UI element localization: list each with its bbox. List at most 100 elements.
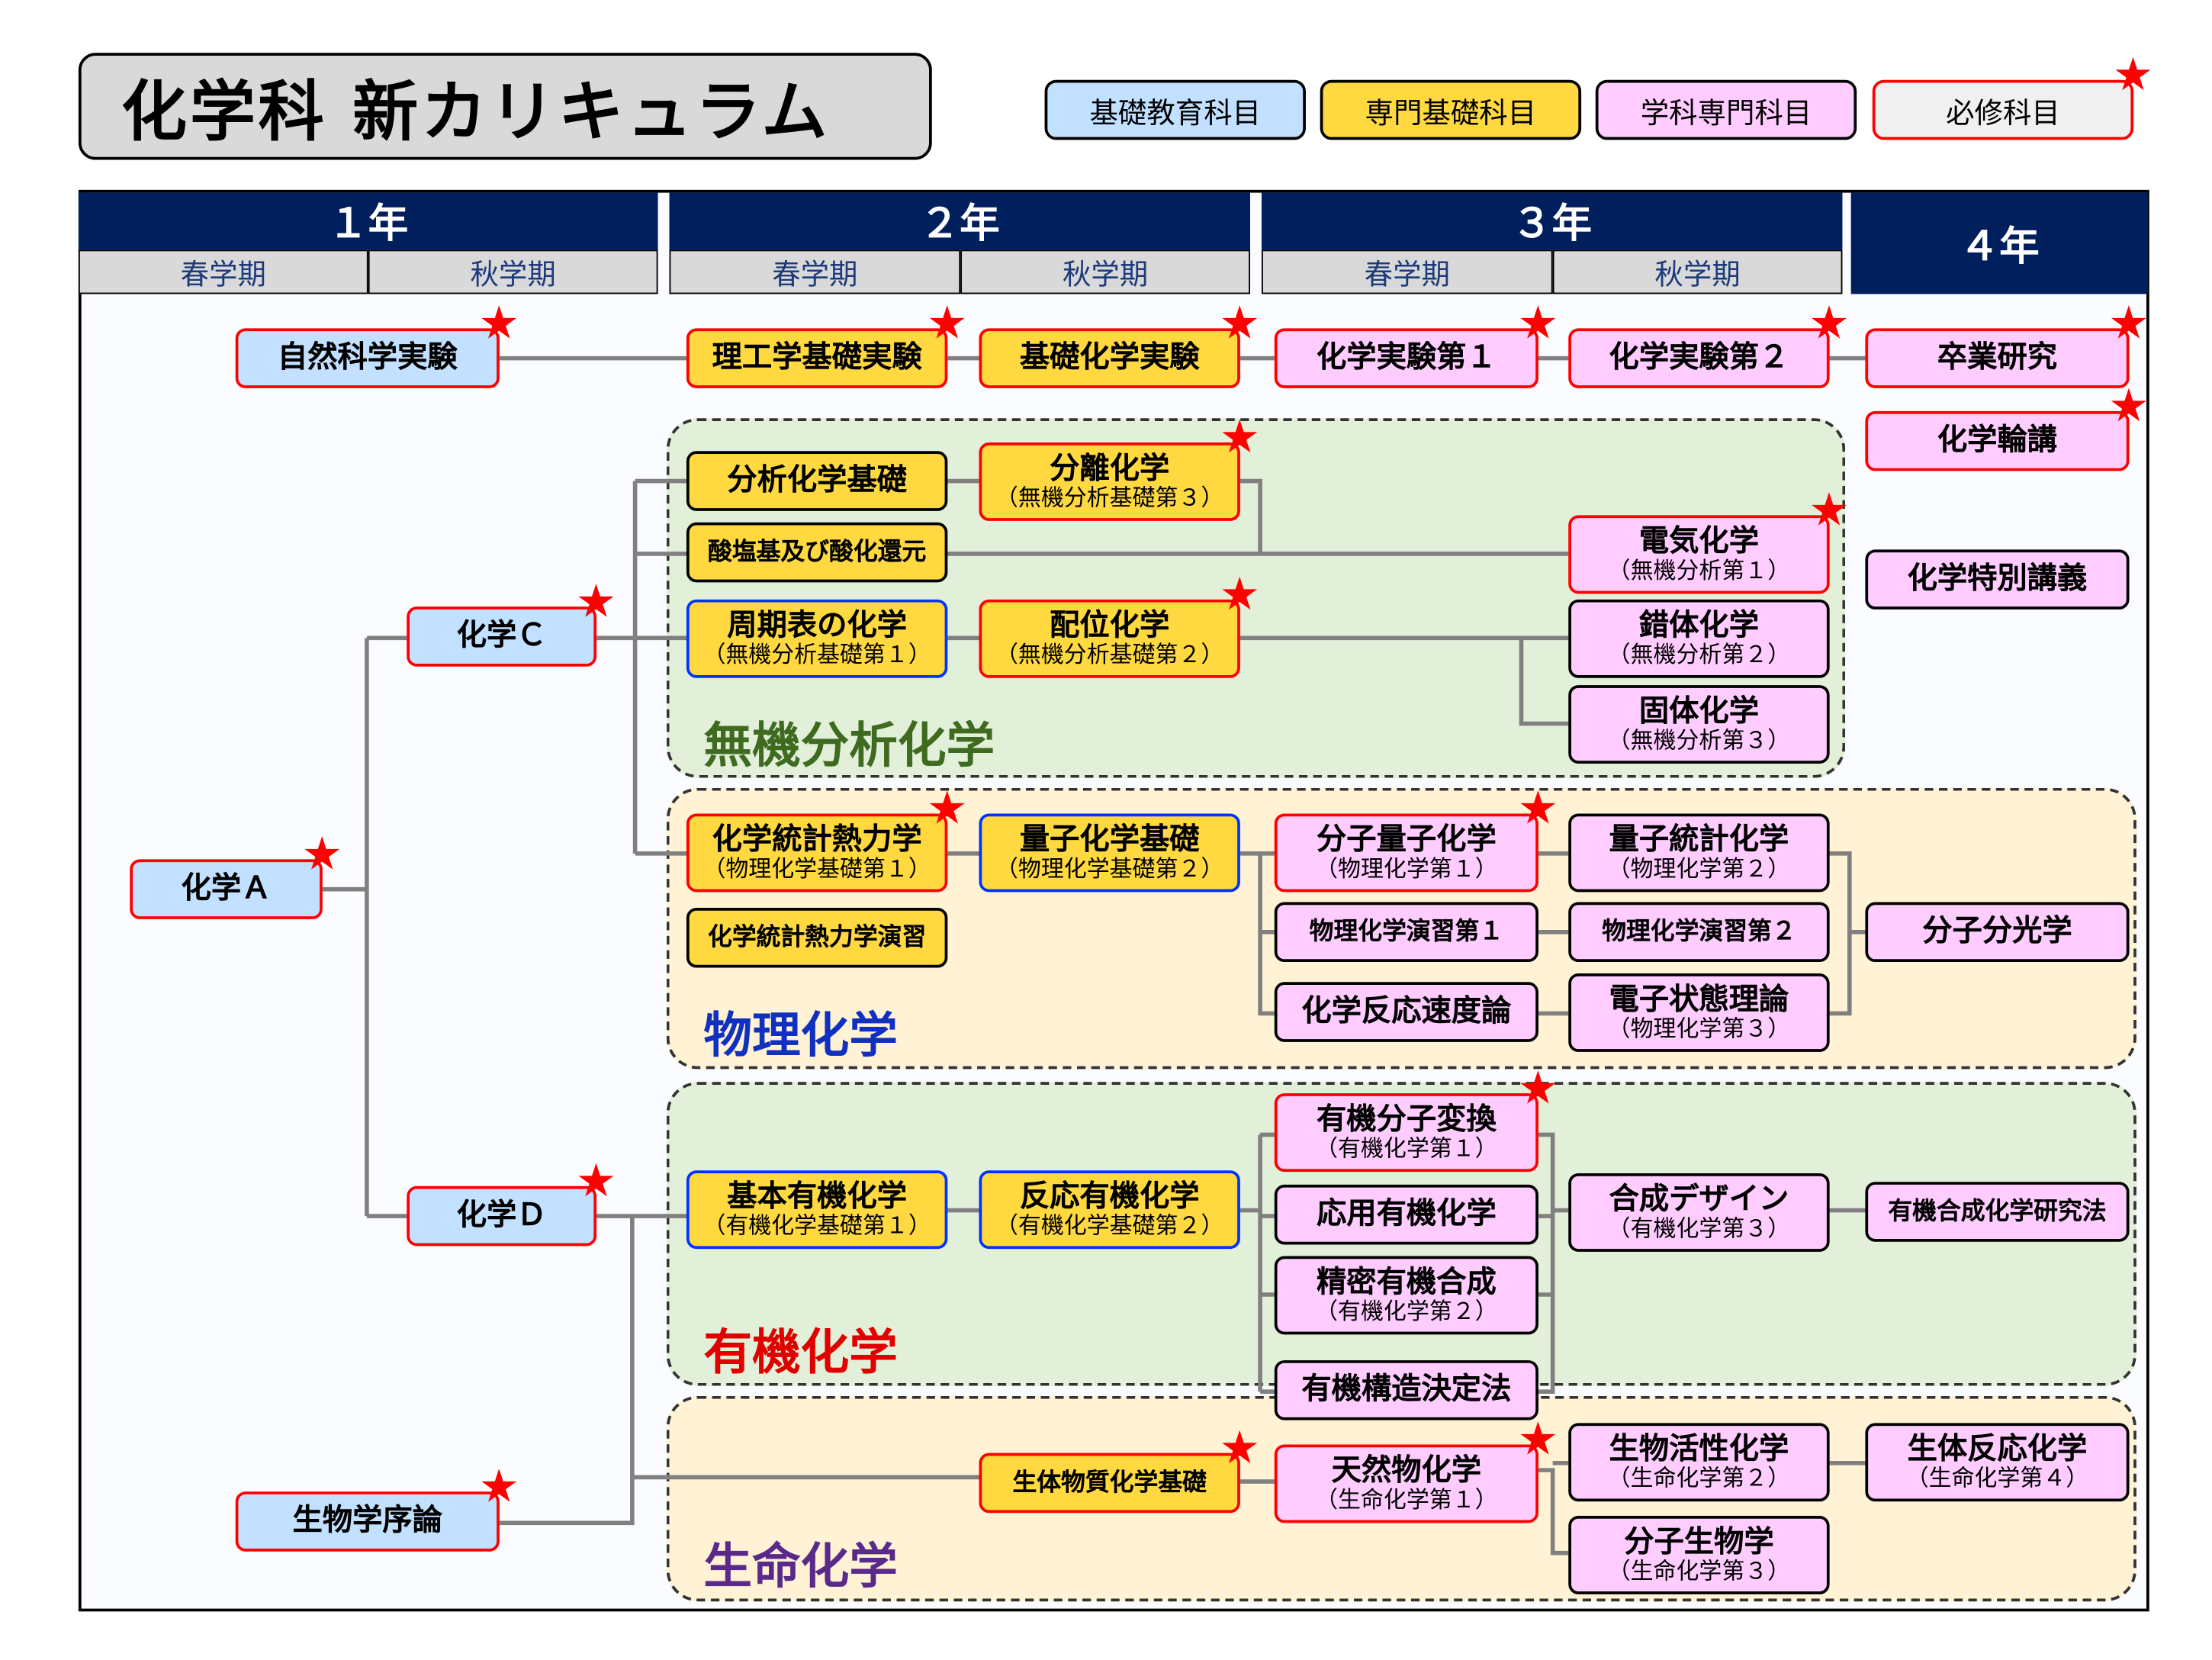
connector-line [1829, 851, 1852, 1016]
course-subtitle: （生命化学第３） [1607, 1557, 1791, 1585]
course-box: 化学実験第１★ [1274, 300, 1558, 388]
required-star-icon: ★ [2108, 378, 2149, 433]
required-star-icon: ★ [1517, 1060, 1559, 1115]
connector-line [1239, 478, 1262, 554]
connector-line [1538, 1132, 1555, 1395]
course-box: 精密有機合成（有機化学第２） [1274, 1256, 1538, 1335]
required-star-icon: ★ [575, 1153, 617, 1208]
course-box: 理工学基礎実験★ [686, 300, 968, 388]
course-name: 物理化学演習第１ [1309, 917, 1504, 946]
required-star-icon: ★ [575, 574, 617, 629]
course-name: 化学輪講 [1937, 423, 2058, 458]
group-label-organic: 有機化学 [703, 1324, 898, 1382]
course-name: 固体化学 [1638, 693, 1760, 729]
required-star-icon: ★ [478, 1459, 520, 1514]
course-box: 有機合成化学研究法 [1865, 1182, 2130, 1242]
course-box: 有機構造決定法 [1274, 1360, 1538, 1420]
year-3-spring: 春学期 [1261, 249, 1553, 294]
course-name: 生物活性化学 [1609, 1431, 1789, 1466]
required-star-icon: ★ [926, 780, 968, 835]
year-1-autumn: 秋学期 [368, 249, 658, 294]
required-star-icon: ★ [1517, 780, 1559, 835]
required-star-icon: ★ [1219, 1420, 1261, 1475]
course-name: 応用有機化学 [1316, 1196, 1497, 1231]
course-name: 化学統計熱力学 [712, 822, 922, 857]
course-box: 物理化学演習第２ [1568, 902, 1830, 963]
course-name: 化学Ａ [181, 871, 272, 906]
required-star-icon: ★ [1219, 295, 1261, 350]
course-name: 有機構造決定法 [1301, 1372, 1512, 1407]
course-box: 合成デザイン（有機化学第３） [1568, 1173, 1830, 1252]
course-name: 錯体化学 [1638, 608, 1760, 643]
course-subtitle: （物理化学第３） [1607, 1015, 1791, 1043]
course-subtitle: （無機分析第２） [1607, 641, 1791, 669]
course-box: 化学統計熱力学演習 [686, 907, 948, 968]
course-name: 分子量子化学 [1316, 822, 1497, 857]
course-box: 分離化学（無機分析基礎第３）★ [979, 414, 1260, 521]
course-name: 化学反応速度論 [1301, 994, 1512, 1028]
connector-line [499, 1216, 635, 1526]
course-subtitle: （無機分析基礎第２） [995, 641, 1224, 669]
course-name: 生体物質化学基礎 [1012, 1468, 1207, 1498]
required-star-icon: ★ [1517, 295, 1559, 350]
course-box: 分子量子化学（物理化学第１）★ [1274, 785, 1558, 893]
course-box: 化学輪講★ [1865, 382, 2149, 471]
connector-line [1258, 853, 1275, 1016]
required-star-icon: ★ [1219, 409, 1261, 465]
course-box: 反応有機化学（有機化学基礎第２） [979, 1170, 1240, 1250]
course-name: 電気化学 [1638, 523, 1760, 558]
course-name: 化学特別講義 [1907, 561, 2088, 597]
course-box: 化学Ｄ★ [407, 1157, 616, 1247]
required-star-icon: ★ [926, 295, 968, 350]
connector-line [1538, 1468, 1569, 1555]
group-label-life: 生命化学 [703, 1538, 898, 1596]
course-subtitle: （物理化学基礎第１） [703, 855, 931, 883]
course-name: 分離化学 [1050, 451, 1170, 486]
year-2-spring: 春学期 [669, 249, 961, 294]
course-subtitle: （有機化学基礎第１） [703, 1211, 931, 1240]
course-box: 生物学序論★ [235, 1463, 519, 1552]
year-3-autumn: 秋学期 [1552, 249, 1843, 294]
required-star-icon: ★ [301, 826, 343, 881]
course-box: 量子化学基礎（物理化学基礎第２） [979, 813, 1240, 893]
course-box: 基礎化学実験★ [979, 300, 1260, 388]
course-box: 分子分光学 [1865, 902, 2130, 963]
course-name: 有機合成化学研究法 [1888, 1197, 2107, 1226]
course-subtitle: （生命化学第１） [1315, 1486, 1498, 1514]
course-box: 卒業研究★ [1865, 300, 2149, 388]
course-box: 化学特別講義 [1865, 549, 2130, 610]
course-box: 酸塩基及び酸化還元 [686, 522, 948, 583]
course-box: 基本有機化学（有機化学基礎第１） [686, 1170, 948, 1250]
course-box: 化学実験第２★ [1568, 300, 1850, 388]
required-star-icon: ★ [2108, 295, 2149, 350]
course-box: 物理化学演習第１ [1274, 902, 1538, 963]
course-name: 卒業研究 [1937, 340, 2058, 375]
course-name: 反応有機化学 [1019, 1179, 1200, 1214]
course-name: 合成デザイン [1609, 1182, 1789, 1217]
course-box: 応用有機化学 [1274, 1184, 1538, 1245]
course-name: 量子統計化学 [1609, 822, 1789, 857]
required-star-icon: ★ [1517, 1411, 1559, 1466]
course-box: 生物活性化学（生命化学第２） [1568, 1423, 1830, 1502]
year-2-autumn: 秋学期 [960, 249, 1250, 294]
group-label-inorganic: 無機分析化学 [703, 718, 995, 775]
course-name: 酸塩基及び酸化還元 [708, 537, 927, 567]
legend-major: 学科専門科目 [1595, 79, 1857, 140]
group-label-physical: 物理化学 [703, 1007, 898, 1065]
course-box: 有機分子変換（有機化学第１）★ [1274, 1065, 1558, 1173]
course-name: 電子状態理論 [1609, 982, 1789, 1017]
course-name: 天然物化学 [1331, 1452, 1482, 1488]
course-box: 分析化学基礎 [686, 451, 948, 511]
course-name: 基礎化学実験 [1019, 340, 1200, 375]
course-name: 理工学基礎実験 [712, 340, 922, 375]
year-1-header: １年 [78, 192, 658, 250]
course-name: 化学統計熱力学演習 [708, 922, 927, 952]
course-subtitle: （有機化学第２） [1315, 1298, 1498, 1325]
course-name: 自然科学実験 [277, 340, 458, 375]
course-name: 分析化学基礎 [727, 463, 908, 497]
course-box: 配位化学（無機分析基礎第２）★ [979, 571, 1260, 678]
course-name: 精密有機合成 [1316, 1264, 1497, 1299]
course-box: 量子統計化学（物理化学第２） [1568, 813, 1830, 893]
page-title: 化学科 新カリキュラム [78, 53, 932, 160]
